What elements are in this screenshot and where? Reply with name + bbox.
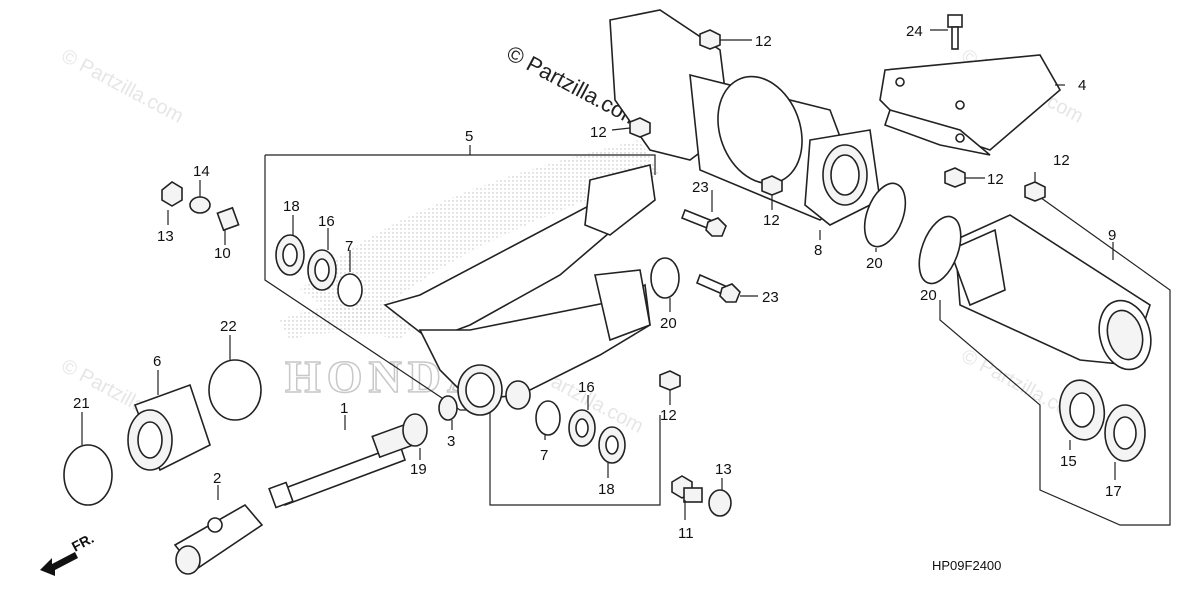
fitting-part-10 bbox=[216, 206, 240, 232]
o-ring-part-20 bbox=[918, 215, 962, 285]
front-direction-arrow: FR. bbox=[40, 530, 96, 576]
callout-1: 1 bbox=[340, 400, 348, 417]
callout-3: 3 bbox=[447, 433, 455, 450]
nut-part-12 bbox=[699, 29, 721, 50]
callout-23a: 23 bbox=[692, 179, 709, 196]
callout-18a: 18 bbox=[283, 198, 300, 215]
callout-11: 11 bbox=[678, 525, 694, 542]
spring-part-3 bbox=[438, 395, 458, 421]
callout-16b: 16 bbox=[578, 379, 595, 396]
callout-21: 21 bbox=[73, 395, 90, 412]
boot-part-6 bbox=[127, 383, 211, 472]
callout-13b: 13 bbox=[715, 461, 732, 478]
bracket-part-4 bbox=[879, 54, 1062, 156]
callout-4: 4 bbox=[1078, 77, 1086, 94]
nut-part-12 bbox=[761, 175, 783, 196]
callout-15: 15 bbox=[1060, 453, 1077, 470]
callout-12a: 12 bbox=[755, 33, 772, 50]
axle-housing-part-9 bbox=[948, 214, 1152, 371]
bearing-inner bbox=[575, 418, 589, 438]
universal-joint-part-2 bbox=[173, 503, 264, 575]
swingarm-part-5 bbox=[383, 164, 656, 416]
callout-17: 17 bbox=[1105, 483, 1122, 500]
ring-part-7 bbox=[535, 400, 561, 436]
bolt-part-24 bbox=[947, 14, 963, 50]
callout-20b: 20 bbox=[920, 287, 937, 304]
callout-5: 5 bbox=[465, 128, 473, 145]
callout-8: 8 bbox=[814, 242, 822, 259]
nut-part-12 bbox=[944, 167, 966, 188]
callout-14: 14 bbox=[193, 163, 210, 180]
bolt-part-23 bbox=[695, 273, 741, 303]
nut-part-13 bbox=[708, 489, 732, 517]
nut-part-12 bbox=[1024, 181, 1046, 202]
callout-13a: 13 bbox=[157, 228, 174, 245]
bolt-part-23 bbox=[680, 208, 727, 237]
callout-18b: 18 bbox=[598, 481, 615, 498]
callout-12f: 12 bbox=[660, 407, 677, 424]
nut-part-13 bbox=[161, 181, 183, 207]
drive-shaft-part-1 bbox=[268, 423, 414, 509]
axle-housing-group-box bbox=[939, 189, 1171, 526]
callout-7a: 7 bbox=[345, 238, 353, 255]
bolt-part-11 bbox=[671, 475, 703, 503]
diagram-code: HP09F2400 bbox=[932, 558, 1001, 573]
o-ring-part-20 bbox=[863, 182, 907, 248]
callout-12d: 12 bbox=[987, 171, 1004, 188]
clamp-part-22 bbox=[208, 359, 262, 421]
seal-inner bbox=[605, 435, 619, 455]
nut-part-12 bbox=[629, 117, 651, 138]
nut-part-12 bbox=[659, 370, 681, 391]
callout-2: 2 bbox=[213, 470, 221, 487]
bearing-inner-race bbox=[1069, 392, 1095, 428]
washer-part-14 bbox=[189, 196, 211, 214]
callout-7b: 7 bbox=[540, 447, 548, 464]
bearing-part-19 bbox=[402, 413, 428, 447]
callout-19: 19 bbox=[410, 461, 427, 478]
callout-6: 6 bbox=[153, 353, 161, 370]
callout-22: 22 bbox=[220, 318, 237, 335]
callout-23b: 23 bbox=[762, 289, 779, 306]
callout-10: 10 bbox=[214, 245, 231, 262]
callout-12e: 12 bbox=[1053, 152, 1070, 169]
ring-part-7 bbox=[337, 273, 363, 307]
o-ring-part-20 bbox=[650, 257, 680, 299]
seal-inner bbox=[282, 243, 298, 267]
callout-24: 24 bbox=[906, 23, 923, 40]
callout-20a: 20 bbox=[866, 255, 883, 272]
bearing-inner bbox=[314, 258, 330, 282]
callout-12c: 12 bbox=[763, 212, 780, 229]
callout-9: 9 bbox=[1108, 227, 1116, 244]
front-label: FR. bbox=[69, 530, 96, 555]
callout-16a: 16 bbox=[318, 213, 335, 230]
callout-20c: 20 bbox=[660, 315, 677, 332]
callout-12b: 12 bbox=[590, 124, 607, 141]
watermark-faint: © Partzilla.com bbox=[58, 45, 187, 128]
leader-line bbox=[611, 127, 631, 131]
seal-inner-lip bbox=[1113, 416, 1137, 450]
clamp-part-21 bbox=[63, 444, 113, 506]
